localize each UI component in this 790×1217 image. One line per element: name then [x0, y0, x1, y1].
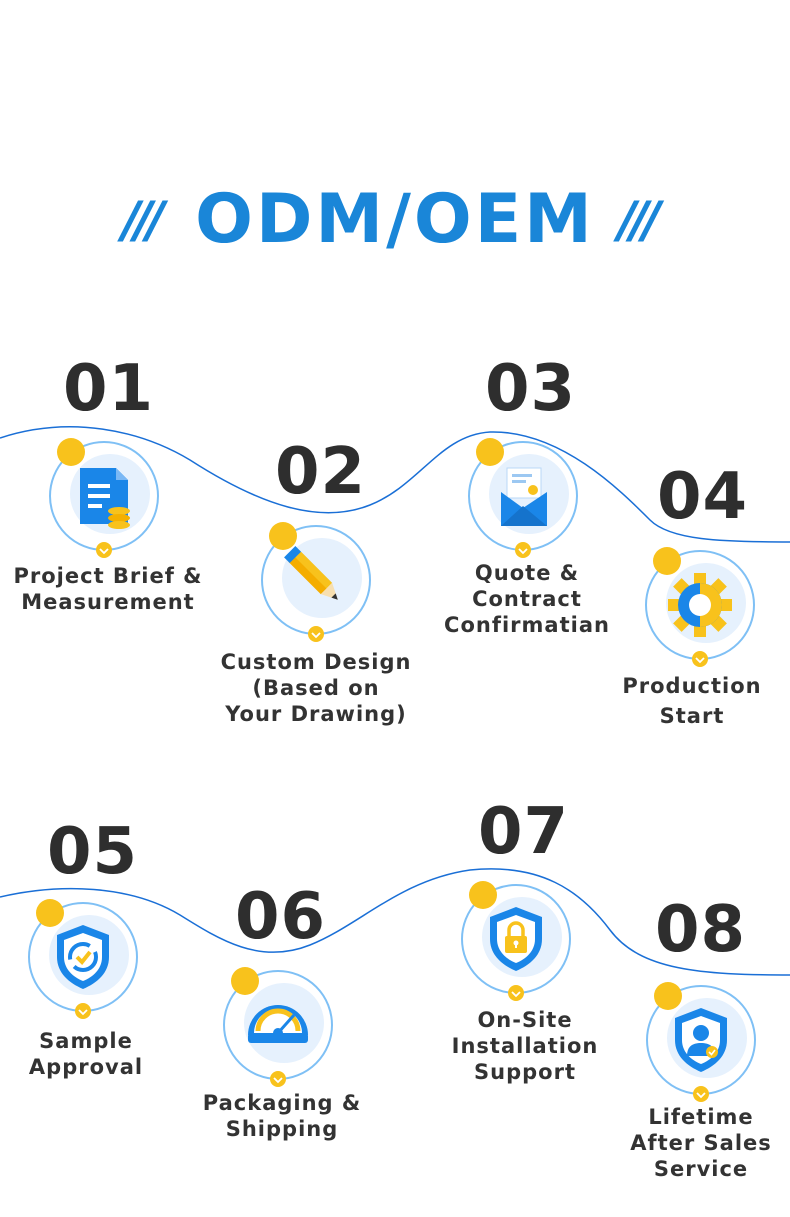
pencil-icon [261, 522, 371, 642]
page-title: ODM/OEM [195, 180, 595, 259]
step-label-04: Production Start [622, 674, 762, 728]
step-number-05: 05 [47, 815, 139, 889]
process-wave-line-bottom [0, 868, 790, 976]
step-label-08: Lifetime After Sales Service [630, 1105, 772, 1181]
step-number-04: 04 [657, 460, 749, 534]
step-number-01: 01 [63, 352, 155, 426]
gear-icon [645, 547, 755, 667]
step-label-07: On-Site Installation Support [451, 1008, 599, 1084]
step-label-01: Project Brief & Measurement [13, 564, 203, 614]
step-number-02: 02 [275, 435, 367, 509]
step-label-05: Sample Approval [28, 1029, 144, 1079]
shield-check-icon [28, 899, 138, 1019]
step-number-07: 07 [478, 795, 570, 869]
step-label-02: Custom Design (Based on Your Drawing) [220, 650, 412, 726]
step-label-06: Packaging & Shipping [202, 1091, 362, 1141]
right-slash-decoration: /// [618, 191, 661, 249]
gauge-icon [223, 967, 333, 1087]
header: /// ODM/OEM /// [0, 180, 790, 260]
step-number-08: 08 [655, 893, 747, 967]
shield-lock-icon [461, 881, 571, 1001]
envelope-icon [468, 438, 578, 558]
shield-user-icon [646, 982, 756, 1102]
step-label-03: Quote & Contract Confirmatian [444, 561, 610, 637]
document-coins-icon [49, 438, 159, 558]
step-number-06: 06 [235, 880, 327, 954]
left-slash-decoration: /// [122, 191, 165, 249]
process-wave-line-top [0, 426, 790, 543]
step-number-03: 03 [485, 352, 577, 426]
